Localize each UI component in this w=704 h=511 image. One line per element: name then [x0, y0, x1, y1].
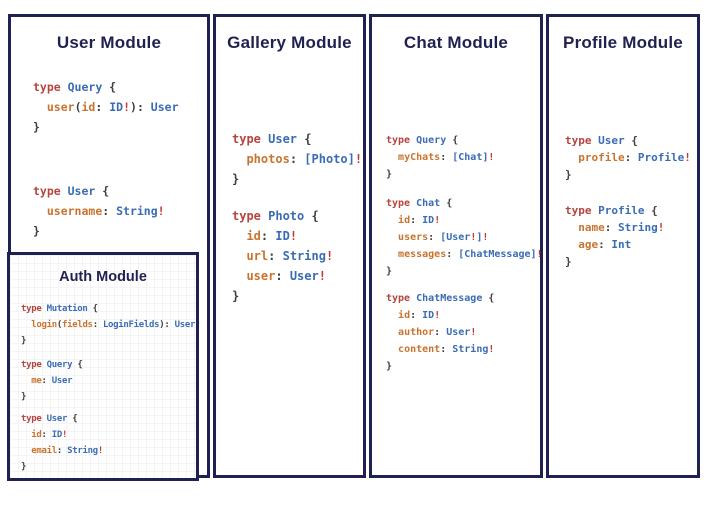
- graphql-code-block: type Query { me: User}: [21, 360, 83, 402]
- graphql-code-block: type User { profile: Profile!}: [565, 134, 691, 181]
- graphql-code-block: type Profile { name: String! age: Int}: [565, 204, 665, 268]
- graphql-code-block: type Chat { id: ID! users: [User!]! mess…: [386, 198, 543, 277]
- panel-auth-module: Auth Module type Mutation { login(fields…: [7, 252, 199, 481]
- panel-title-chat-module: Chat Module: [403, 33, 509, 52]
- panel-title-gallery-module: Gallery Module: [227, 33, 352, 52]
- panel-title-auth-module: Auth Module: [59, 269, 147, 285]
- graphql-code-block: type Mutation { login(fields: LoginField…: [21, 304, 196, 346]
- graphql-code-block: type User { photos: [Photo]!}: [232, 132, 363, 186]
- graphql-code-block: type User { username: String!}: [33, 184, 165, 238]
- graphql-code-block: type Query { myChats: [Chat]!}: [386, 135, 495, 180]
- graphql-code-block: type Query { user(id: ID!): User}: [33, 80, 179, 134]
- graphql-code-block: type ChatMessage { id: ID! author: User!…: [386, 293, 495, 372]
- graphql-code-block: type User { id: ID! email: String!}: [21, 414, 103, 472]
- panel-title-user-module: User Module: [56, 33, 162, 52]
- graphql-code-block: type Photo { id: ID! url: String! user: …: [232, 209, 334, 303]
- panel-gallery-module: Gallery Module type User { photos: [Phot…: [213, 14, 366, 478]
- panel-title-profile-module: Profile Module: [563, 33, 683, 52]
- panel-profile-module: Profile Module type User { profile: Prof…: [546, 14, 700, 478]
- panel-chat-module: Chat Module type Query { myChats: [Chat]…: [369, 14, 543, 478]
